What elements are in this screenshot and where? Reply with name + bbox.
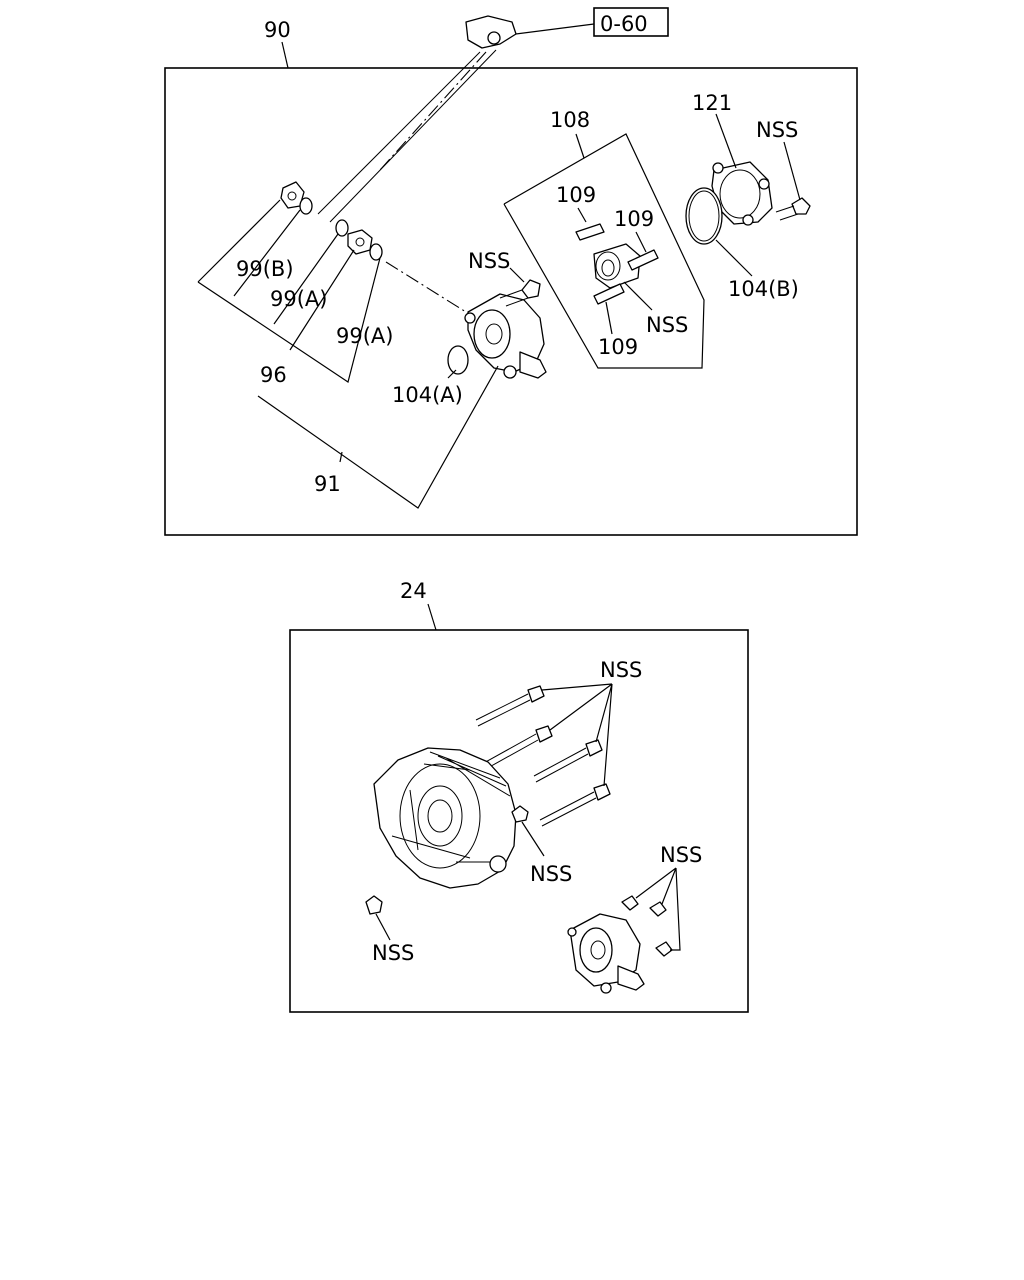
label-ref[interactable]: 0-60 <box>600 12 648 36</box>
nut-nss-mid <box>511 805 529 823</box>
label-nss-mid: NSS <box>646 313 688 337</box>
centerline-shaft <box>379 51 487 171</box>
shaft-part <box>317 15 517 223</box>
leader-nss-bolts <box>541 683 613 787</box>
label-nss-bolts: NSS <box>600 658 642 682</box>
label-99a-1: 99(A) <box>270 287 327 311</box>
washer-99a-upper <box>335 219 349 237</box>
label-nss-lower-nut: NSS <box>372 941 414 965</box>
label-24: 24 <box>400 579 427 603</box>
leader-nss-rotor <box>623 281 653 311</box>
leader-109-c <box>605 301 613 335</box>
label-104a: 104(A) <box>392 383 463 407</box>
o-ring-104b <box>685 187 723 245</box>
leader-104b <box>715 239 753 277</box>
assembly-90-group <box>164 7 858 536</box>
label-90: 90 <box>264 18 291 42</box>
leader-nss-screws <box>635 867 681 951</box>
reference-box[interactable] <box>593 7 669 37</box>
vane-109-c <box>593 283 625 305</box>
through-bolts <box>475 685 611 827</box>
vane-109-a <box>575 223 605 241</box>
leader-nss-lower-nut <box>375 913 391 941</box>
label-121: 121 <box>692 91 732 115</box>
leader-104a <box>447 369 457 379</box>
pump-small <box>567 913 645 994</box>
pump-housing-91 <box>464 293 547 379</box>
assembly-24-frame <box>289 629 749 1013</box>
label-109-b: 109 <box>614 207 654 231</box>
label-91: 91 <box>314 472 341 496</box>
label-108: 108 <box>550 108 590 132</box>
centerline-bolt <box>385 261 467 313</box>
label-109-c: 109 <box>598 335 638 359</box>
labels: 0-60 90 108 121 NSS 109 109 NSS 99(B) 99… <box>236 12 799 965</box>
assembly-24-group <box>289 603 749 1013</box>
leader-109-a <box>577 207 587 223</box>
leader-99-group <box>197 199 381 383</box>
bolt-nss-cover <box>775 197 811 221</box>
bolt-nss-pump <box>499 279 541 307</box>
label-99a-2: 99(A) <box>336 324 393 348</box>
front-housing <box>373 747 517 889</box>
leader-nss-cover <box>783 141 801 201</box>
cover-121 <box>711 161 773 226</box>
leader-24 <box>427 603 437 631</box>
label-nss-nut: NSS <box>530 862 572 886</box>
bushing-96 <box>347 229 373 255</box>
leader-nss-nut <box>521 821 545 857</box>
bracket-108 <box>503 133 705 369</box>
leader-121 <box>715 113 737 169</box>
label-109-a: 109 <box>556 183 596 207</box>
assembly-90-frame <box>164 67 858 536</box>
label-nss-top-right: NSS <box>756 118 798 142</box>
leader-109-b <box>635 231 647 253</box>
label-99b: 99(B) <box>236 257 294 281</box>
leader-nss-pump <box>509 267 525 283</box>
vane-109-b <box>627 249 659 271</box>
leader-108 <box>575 133 585 159</box>
leader-91 <box>257 365 499 509</box>
washer-99a-lower <box>369 243 383 261</box>
rotor-part <box>593 243 641 289</box>
label-nss-screws: NSS <box>660 843 702 867</box>
screws-nss <box>621 895 673 957</box>
o-ring-104a <box>447 345 469 375</box>
label-nss-top-left: NSS <box>468 249 510 273</box>
label-104b: 104(B) <box>728 277 799 301</box>
washer-99b <box>299 197 313 215</box>
label-96: 96 <box>260 363 287 387</box>
leader-90 <box>281 41 289 69</box>
nut-nss-lower <box>365 895 383 915</box>
